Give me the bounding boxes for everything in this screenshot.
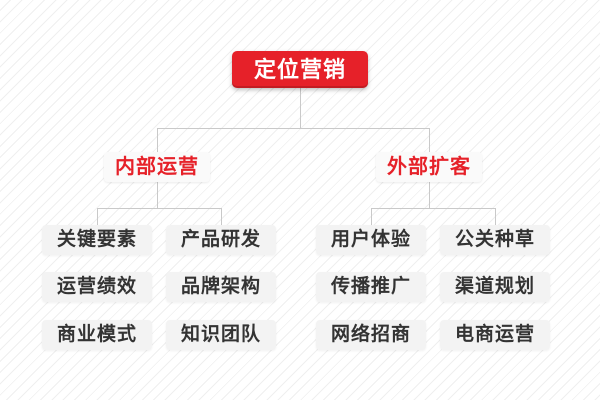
leaf-node: 知识团队 bbox=[166, 320, 276, 350]
connector-line bbox=[429, 128, 430, 152]
connector-line bbox=[300, 88, 301, 128]
connector-line bbox=[221, 208, 222, 225]
branch-node-internal-operations: 内部运营 bbox=[104, 152, 210, 182]
connector-line bbox=[157, 182, 158, 208]
leaf-node: 关键要素 bbox=[42, 225, 152, 255]
leaf-node: 品牌架构 bbox=[166, 272, 276, 302]
leaf-node: 产品研发 bbox=[166, 225, 276, 255]
leaf-node: 传播推广 bbox=[316, 272, 426, 302]
connector-line bbox=[495, 208, 496, 225]
connector-line bbox=[157, 128, 429, 129]
leaf-node: 电商运营 bbox=[440, 320, 550, 350]
connector-line bbox=[429, 182, 430, 208]
connector-line bbox=[97, 208, 98, 225]
leaf-node: 商业模式 bbox=[42, 320, 152, 350]
branch-node-external-expansion: 外部扩客 bbox=[376, 152, 482, 182]
leaf-node: 渠道规划 bbox=[440, 272, 550, 302]
connector-line bbox=[371, 208, 372, 225]
leaf-node: 用户体验 bbox=[316, 225, 426, 255]
leaf-node: 网络招商 bbox=[316, 320, 426, 350]
root-node: 定位营销 bbox=[232, 51, 368, 88]
connector-line bbox=[371, 208, 495, 209]
leaf-node: 公关种草 bbox=[440, 225, 550, 255]
connector-line bbox=[157, 128, 158, 152]
connector-line bbox=[97, 208, 221, 209]
leaf-node: 运营绩效 bbox=[42, 272, 152, 302]
